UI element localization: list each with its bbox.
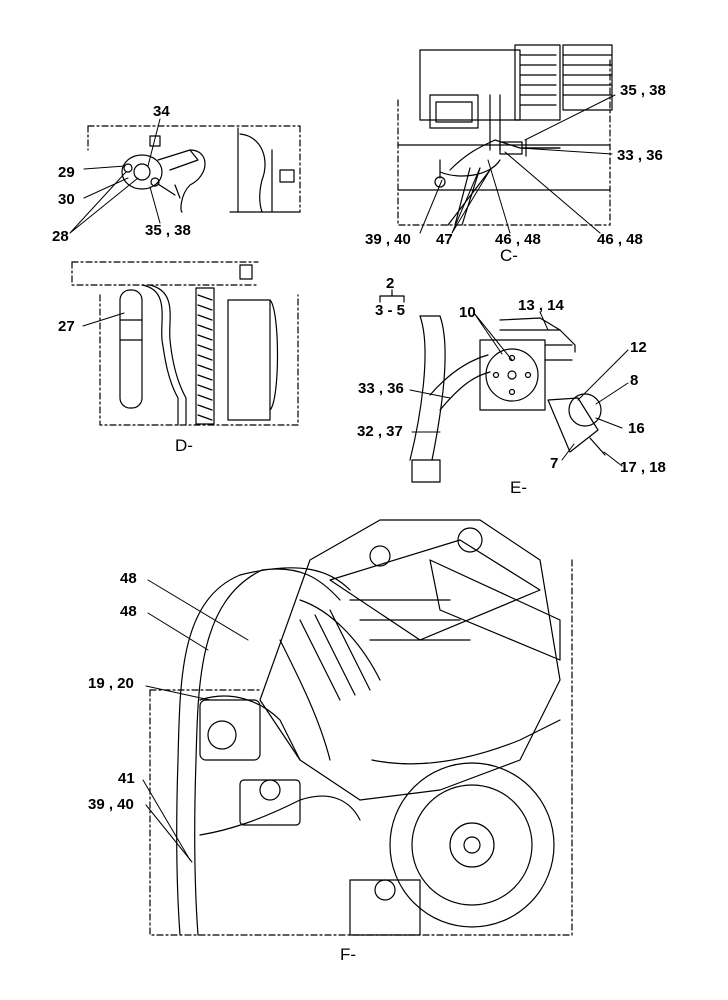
view-drier-top-left	[87, 125, 301, 213]
callout-16: 16	[628, 420, 645, 437]
view-engine	[149, 519, 573, 936]
callout-46-48-a: 46 , 48	[495, 231, 541, 248]
callout-19-20: 19 , 20	[88, 675, 134, 692]
callout-32-37: 32 , 37	[357, 423, 403, 440]
callout-29: 29	[58, 164, 75, 181]
leader-lines	[69, 94, 629, 863]
callout-35-38-left: 35 , 38	[145, 222, 191, 239]
callout-35-38-right: 35 , 38	[620, 82, 666, 99]
view-compressor	[379, 289, 606, 483]
callout-33-36-mid: 33 , 36	[358, 380, 404, 397]
view-radiator	[71, 261, 299, 426]
callout-10: 10	[459, 304, 476, 321]
view-caption-d: D-	[175, 436, 193, 455]
callout-41: 41	[118, 770, 135, 787]
view-caption-c: C-	[500, 246, 518, 265]
callout-34: 34	[153, 103, 170, 120]
callout-30: 30	[58, 191, 75, 208]
callout-28: 28	[52, 228, 69, 245]
callout-3-5: 3 - 5	[375, 302, 406, 319]
callout-47: 47	[436, 231, 453, 248]
callout-17-18: 17 , 18	[620, 459, 666, 476]
callout-48-a: 48	[120, 570, 137, 587]
callout-7: 7	[550, 455, 559, 472]
view-condenser	[397, 44, 613, 226]
callout-27: 27	[58, 318, 75, 335]
callout-33-36-right: 33 , 36	[617, 147, 663, 164]
callout-48-b: 48	[120, 603, 137, 620]
callout-46-48-b: 46 , 48	[597, 231, 643, 248]
callout-2: 2	[386, 275, 395, 292]
view-caption-e: E-	[510, 478, 527, 497]
callout-13-14: 13 , 14	[518, 297, 564, 314]
view-caption-f: F-	[340, 945, 357, 964]
callout-39-40-top: 39 , 40	[365, 231, 411, 248]
callout-39-40-bottom: 39 , 40	[88, 796, 134, 813]
callout-8: 8	[630, 372, 639, 389]
callout-12: 12	[630, 339, 647, 356]
